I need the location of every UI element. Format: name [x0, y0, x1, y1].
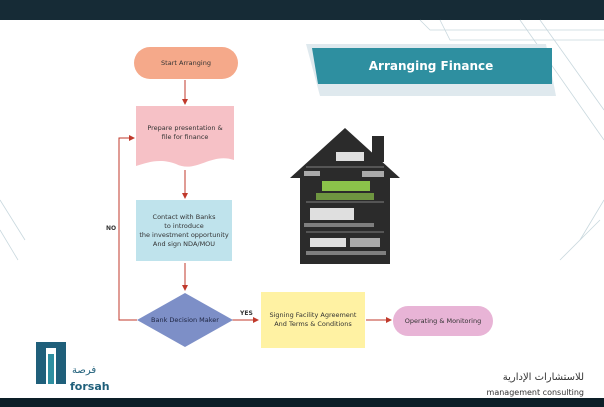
contact-label-line-2: to introduce — [164, 222, 203, 231]
consultancy-english-text: management consulting — [487, 388, 584, 397]
signing-label-line-2: And Terms & Conditions — [274, 320, 352, 329]
contact-label-line-3: the investment opportunity — [139, 231, 228, 240]
signing-label-line-1: Signing Facility Agreement — [270, 311, 357, 320]
yes-label: YES — [240, 310, 253, 317]
start-label: Start Arranging — [161, 59, 211, 68]
decision-node: Bank Decision Maker — [137, 293, 233, 347]
contact-node: Contact with Banks to introduce the inve… — [136, 200, 232, 261]
operating-label: Operating & Monitoring — [405, 317, 481, 326]
operating-node: Operating & Monitoring — [393, 306, 493, 336]
contact-label-line-1: Contact with Banks — [153, 213, 216, 222]
forsah-logo-icon — [34, 340, 68, 386]
prepare-label-line-1: Prepare presentation & — [147, 124, 222, 133]
contact-label-line-4: And sign NDA/MOU — [153, 240, 215, 249]
prepare-node: Prepare presentation & file for finance — [136, 106, 234, 160]
logo-arabic-text: فرصة — [72, 365, 96, 376]
house-wordcloud-icon — [276, 126, 414, 266]
consultancy-arabic-text: للاستشارات الإدارية — [503, 372, 584, 383]
no-label: NO — [106, 225, 116, 232]
signing-node: Signing Facility Agreement And Terms & C… — [261, 292, 365, 348]
prepare-label-line-2: file for finance — [162, 133, 209, 142]
bottom-bar — [0, 398, 604, 407]
start-node: Start Arranging — [134, 47, 238, 79]
decision-label: Bank Decision Maker — [151, 316, 219, 325]
logo-latin-text: forsah — [70, 380, 110, 393]
